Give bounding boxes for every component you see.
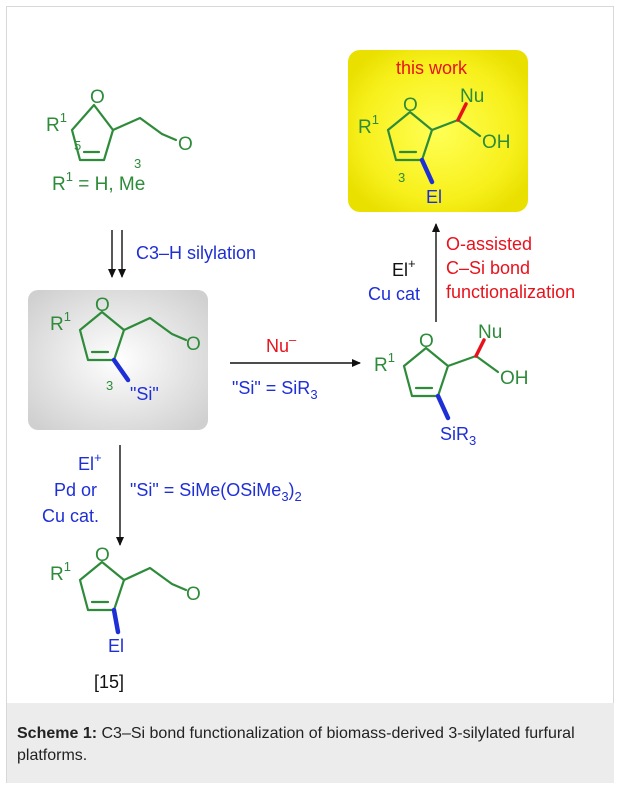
molecule-product-this-work: O R1 Nu OH 3 El [358, 86, 511, 207]
silyl-label: "Si" [130, 384, 159, 404]
oxygen-atom: O [95, 295, 110, 316]
molecule-furfural: O O R1 5 3 R1 = H, Me [46, 87, 193, 195]
carbonyl-oxygen: O [178, 134, 193, 155]
silyl-definition-2: "Si" = SiMe(OSiMe3)2 [130, 480, 302, 504]
r1-label: R1 [358, 112, 379, 138]
o-assisted-line-1: O-assisted [446, 234, 532, 254]
nu-label: Nu [460, 86, 484, 107]
cu-cat-label: Cu cat [368, 284, 420, 304]
scheme-caption: Scheme 1: C3–Si bond functionalization o… [7, 703, 614, 783]
hydroxyl-label: OH [500, 368, 529, 389]
r1-label: R1 [46, 110, 67, 136]
substituent-definition: R1 = H, Me [52, 169, 145, 195]
oxygen-atom: O [95, 545, 110, 566]
molecule-silyl-carbinol: O R1 Nu OH SiR3 [374, 322, 529, 448]
molecule-bottom-product: O O R1 El [50, 545, 201, 656]
oxygen-atom: O [403, 95, 418, 116]
o-assisted-line-2: C–Si bond [446, 258, 530, 278]
step-silylation-label: C3–H silylation [136, 243, 256, 263]
molecule-silylated-furfural: O O R1 3 "Si" [50, 295, 201, 404]
sir3-label: SiR3 [440, 424, 476, 448]
r1-label: R1 [50, 309, 71, 335]
reaction-scheme: O O R1 5 3 R1 = H, Me C3–H silylation O … [28, 50, 575, 692]
caption-text: C3–Si bond functionalization of biomass-… [17, 725, 575, 764]
el-label: El [108, 636, 124, 656]
caption-label: Scheme 1: [17, 725, 98, 742]
electrophile-label-left: El+ [78, 450, 102, 474]
cu-cat-dot-label: Cu cat. [42, 506, 99, 526]
position-3-label: 3 [398, 170, 405, 185]
electrophile-label-right: El+ [392, 256, 416, 280]
position-5-label: 5 [74, 138, 81, 153]
oxygen-atom: O [90, 87, 105, 108]
hydroxyl-label: OH [482, 132, 511, 153]
oxygen-atom: O [419, 331, 434, 352]
nucleophile-label: Nu– [266, 332, 297, 356]
o-assisted-line-3: functionalization [446, 282, 575, 302]
r1-label: R1 [50, 559, 71, 585]
silyl-definition: "Si" = SiR3 [232, 378, 318, 402]
silylated-platform-box [28, 290, 208, 430]
carbonyl-oxygen: O [186, 584, 201, 605]
reference-label: [15] [94, 672, 124, 692]
pd-or-label: Pd or [54, 480, 97, 500]
position-3-label: 3 [106, 378, 113, 393]
nu-label: Nu [478, 322, 502, 343]
this-work-box [348, 50, 528, 212]
this-work-label: this work [396, 58, 468, 78]
el-label: El [426, 187, 442, 207]
carbonyl-oxygen: O [186, 334, 201, 355]
r1-label: R1 [374, 350, 395, 376]
position-3-label: 3 [134, 156, 141, 171]
